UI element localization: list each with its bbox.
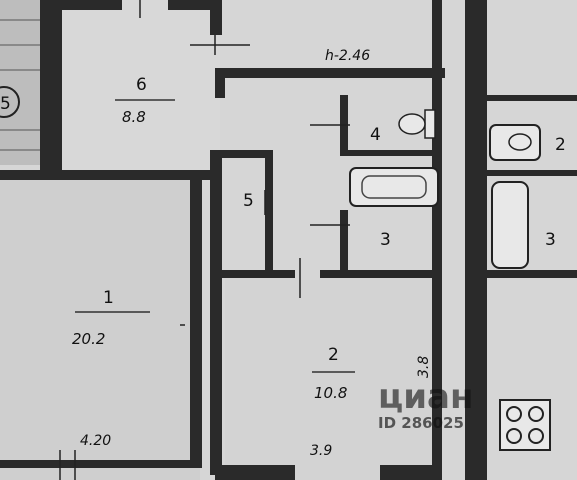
room-5-label: 5: [243, 191, 254, 211]
room-3-label: 3: [380, 230, 391, 250]
stairwell: 5: [0, 0, 40, 165]
room-2-number: 2: [328, 345, 339, 365]
room-2-floor: [225, 280, 440, 480]
neighbor-apartment: 2 3: [487, 95, 577, 451]
neighbor-room-3-label: 3: [545, 230, 556, 250]
stair-circle-label: 5: [0, 94, 11, 114]
neighbor-sink-icon: [489, 124, 541, 161]
room-1-floor: [0, 180, 200, 480]
bathtub-icon: [349, 167, 439, 207]
room-1-number: 1: [103, 288, 114, 308]
room-6-floor: [60, 0, 220, 170]
room-1-label: 1 20.2: [72, 288, 150, 348]
toilet-icon: [398, 109, 436, 139]
neighbor-bathtub-icon: [491, 181, 529, 269]
room-1-width-label: 4.20: [80, 433, 111, 449]
room-6-number: 6: [136, 75, 147, 95]
stair-circle: [0, 86, 20, 118]
door-markers: [59, 0, 350, 480]
room-2-width-label: 3.9: [310, 443, 332, 459]
ceiling-height-label: h-2.46: [325, 48, 370, 64]
room-2-label: 2 10.8: [312, 345, 355, 402]
stove-icon: [499, 399, 551, 451]
neighbor-room-2-label: 2: [555, 135, 566, 155]
room-2-area: 10.8: [314, 384, 347, 402]
walls: [0, 0, 487, 480]
watermark-brand: циан: [378, 377, 473, 417]
room-1-area: 20.2: [72, 330, 105, 348]
room-6-label: 6 8.8: [115, 75, 175, 126]
room-6-area: 8.8: [122, 108, 146, 126]
watermark-id: ID 286025: [378, 414, 464, 432]
room-4-label: 4: [370, 125, 381, 145]
room-2-length-label: 3.8: [416, 356, 432, 378]
